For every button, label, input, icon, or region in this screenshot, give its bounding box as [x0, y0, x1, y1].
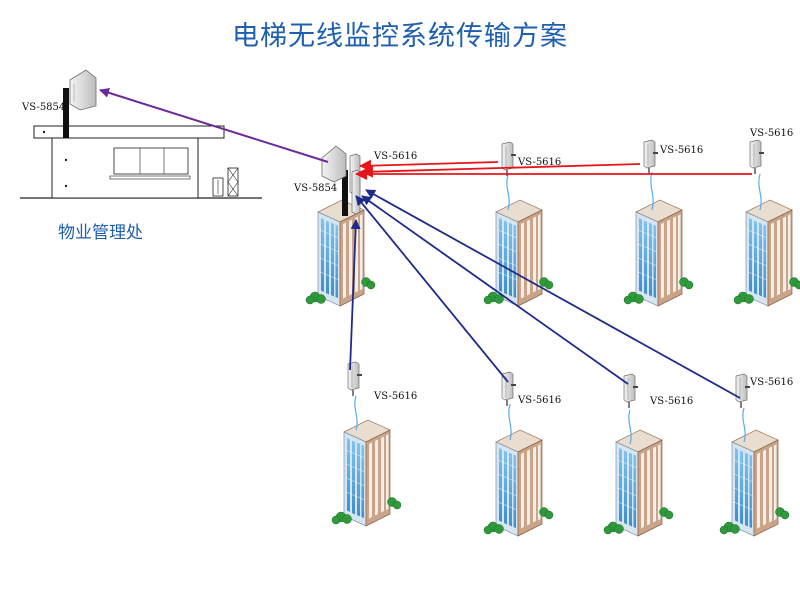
office-label: 物业管理处	[58, 223, 143, 243]
hub-antenna-mast	[321, 145, 361, 216]
links-top-row	[355, 159, 752, 180]
device-label: VS-5616	[750, 128, 794, 139]
device-label: VS-5616	[374, 151, 418, 162]
office-antenna	[63, 69, 97, 138]
site-building	[719, 373, 790, 537]
device-label: VS-5854	[294, 183, 338, 194]
device-label: VS-5616	[518, 395, 562, 406]
site-building	[733, 139, 800, 307]
device-label: VS-5616	[374, 391, 418, 402]
site-building	[603, 373, 674, 537]
link-to-office	[99, 87, 329, 163]
site-building	[331, 361, 402, 527]
device-label: VS-5854	[22, 102, 66, 113]
device-label: VS-5616	[518, 157, 562, 168]
device-label: VS-5616	[750, 377, 794, 388]
site-building	[483, 141, 554, 307]
diagram-title: 电梯无线监控系统传输方案	[232, 21, 568, 52]
office-building	[20, 125, 262, 199]
site-building	[483, 371, 554, 537]
device-label: VS-5616	[660, 145, 704, 156]
site-building	[623, 139, 694, 307]
hub-building	[305, 199, 376, 307]
links-bottom-row	[349, 189, 741, 399]
device-label: VS-5616	[650, 396, 694, 407]
